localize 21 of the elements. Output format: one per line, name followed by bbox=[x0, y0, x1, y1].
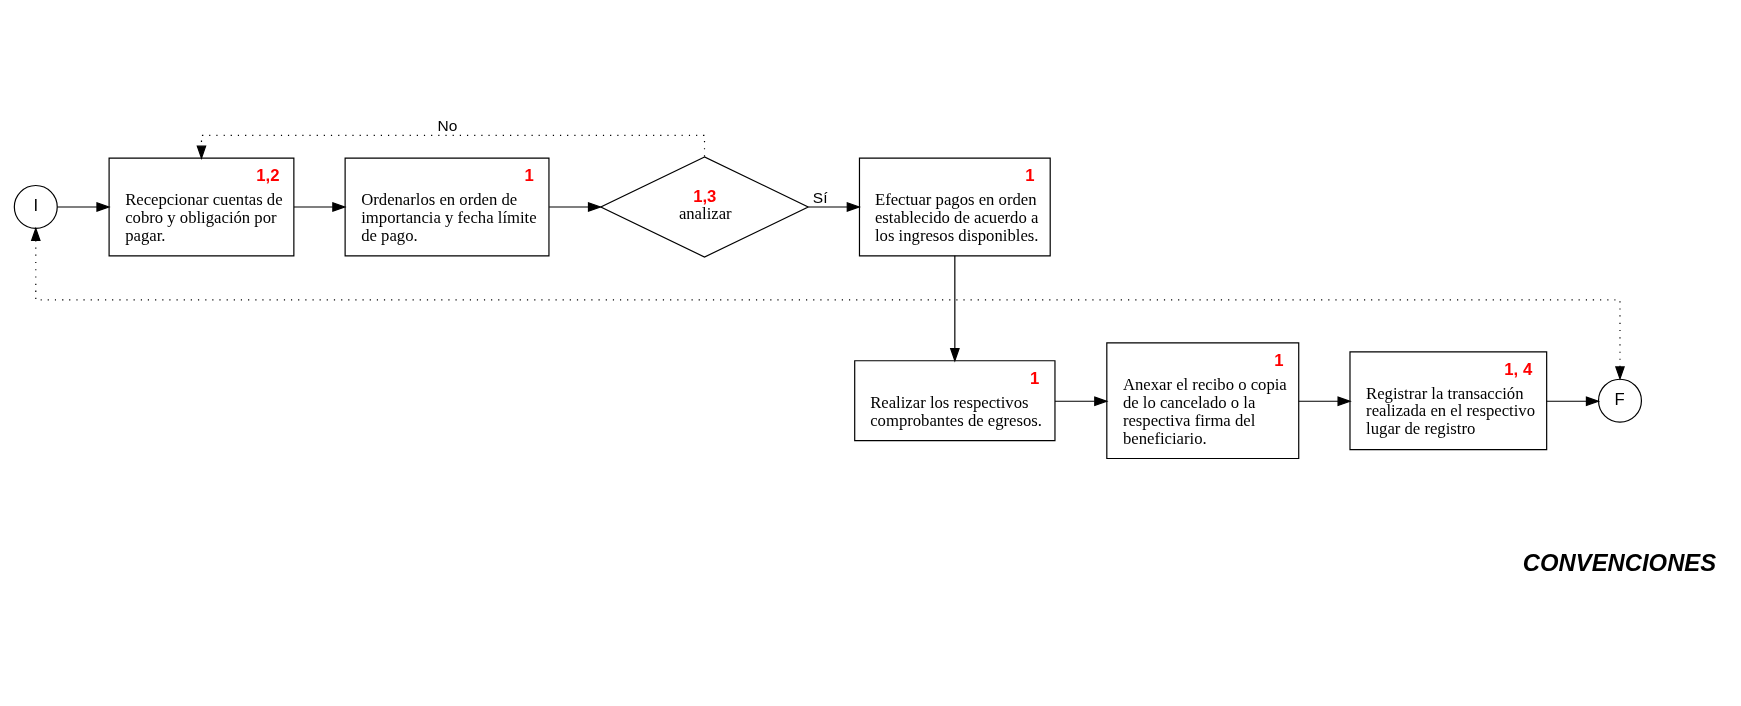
arrow bbox=[56, 201, 111, 212]
node-diamond: 1,3 analizar bbox=[599, 156, 810, 258]
edge-label: Sí bbox=[812, 188, 828, 206]
node-box: 1 Anexar el recibo o copia de lo cancelado o la respectiva firma del beneficiario. bbox=[1106, 342, 1300, 460]
arrow bbox=[1546, 396, 1601, 407]
arrow bbox=[30, 226, 1625, 381]
label: CONVENCIONES bbox=[1522, 548, 1717, 576]
arrow bbox=[548, 201, 603, 212]
arrow bbox=[293, 201, 347, 212]
arrow bbox=[949, 255, 960, 363]
node-box: 1 Realizar los respectivos comprobantes de egresos. bbox=[854, 360, 1056, 442]
arrow bbox=[1054, 396, 1109, 407]
node-circle: I bbox=[13, 184, 58, 230]
node-box: 1,2 Recepcionar cuentas de cobro y obligación por pagar. bbox=[108, 157, 295, 257]
node-box: 1 Ordenarlos en orden de importancia y fecha límite de pago. bbox=[344, 157, 550, 257]
arrow bbox=[1298, 396, 1352, 407]
node-box: 1, 4 Registrar la transacción realizada en el respectivo lugar de registro bbox=[1349, 351, 1548, 451]
edge-label: No bbox=[437, 117, 458, 135]
node-circle: F bbox=[1597, 378, 1643, 423]
node-box: 1 Efectuar pagos en orden establecido de acuerdo a los ingresos disponibles. bbox=[858, 157, 1051, 257]
arrow bbox=[807, 201, 861, 212]
